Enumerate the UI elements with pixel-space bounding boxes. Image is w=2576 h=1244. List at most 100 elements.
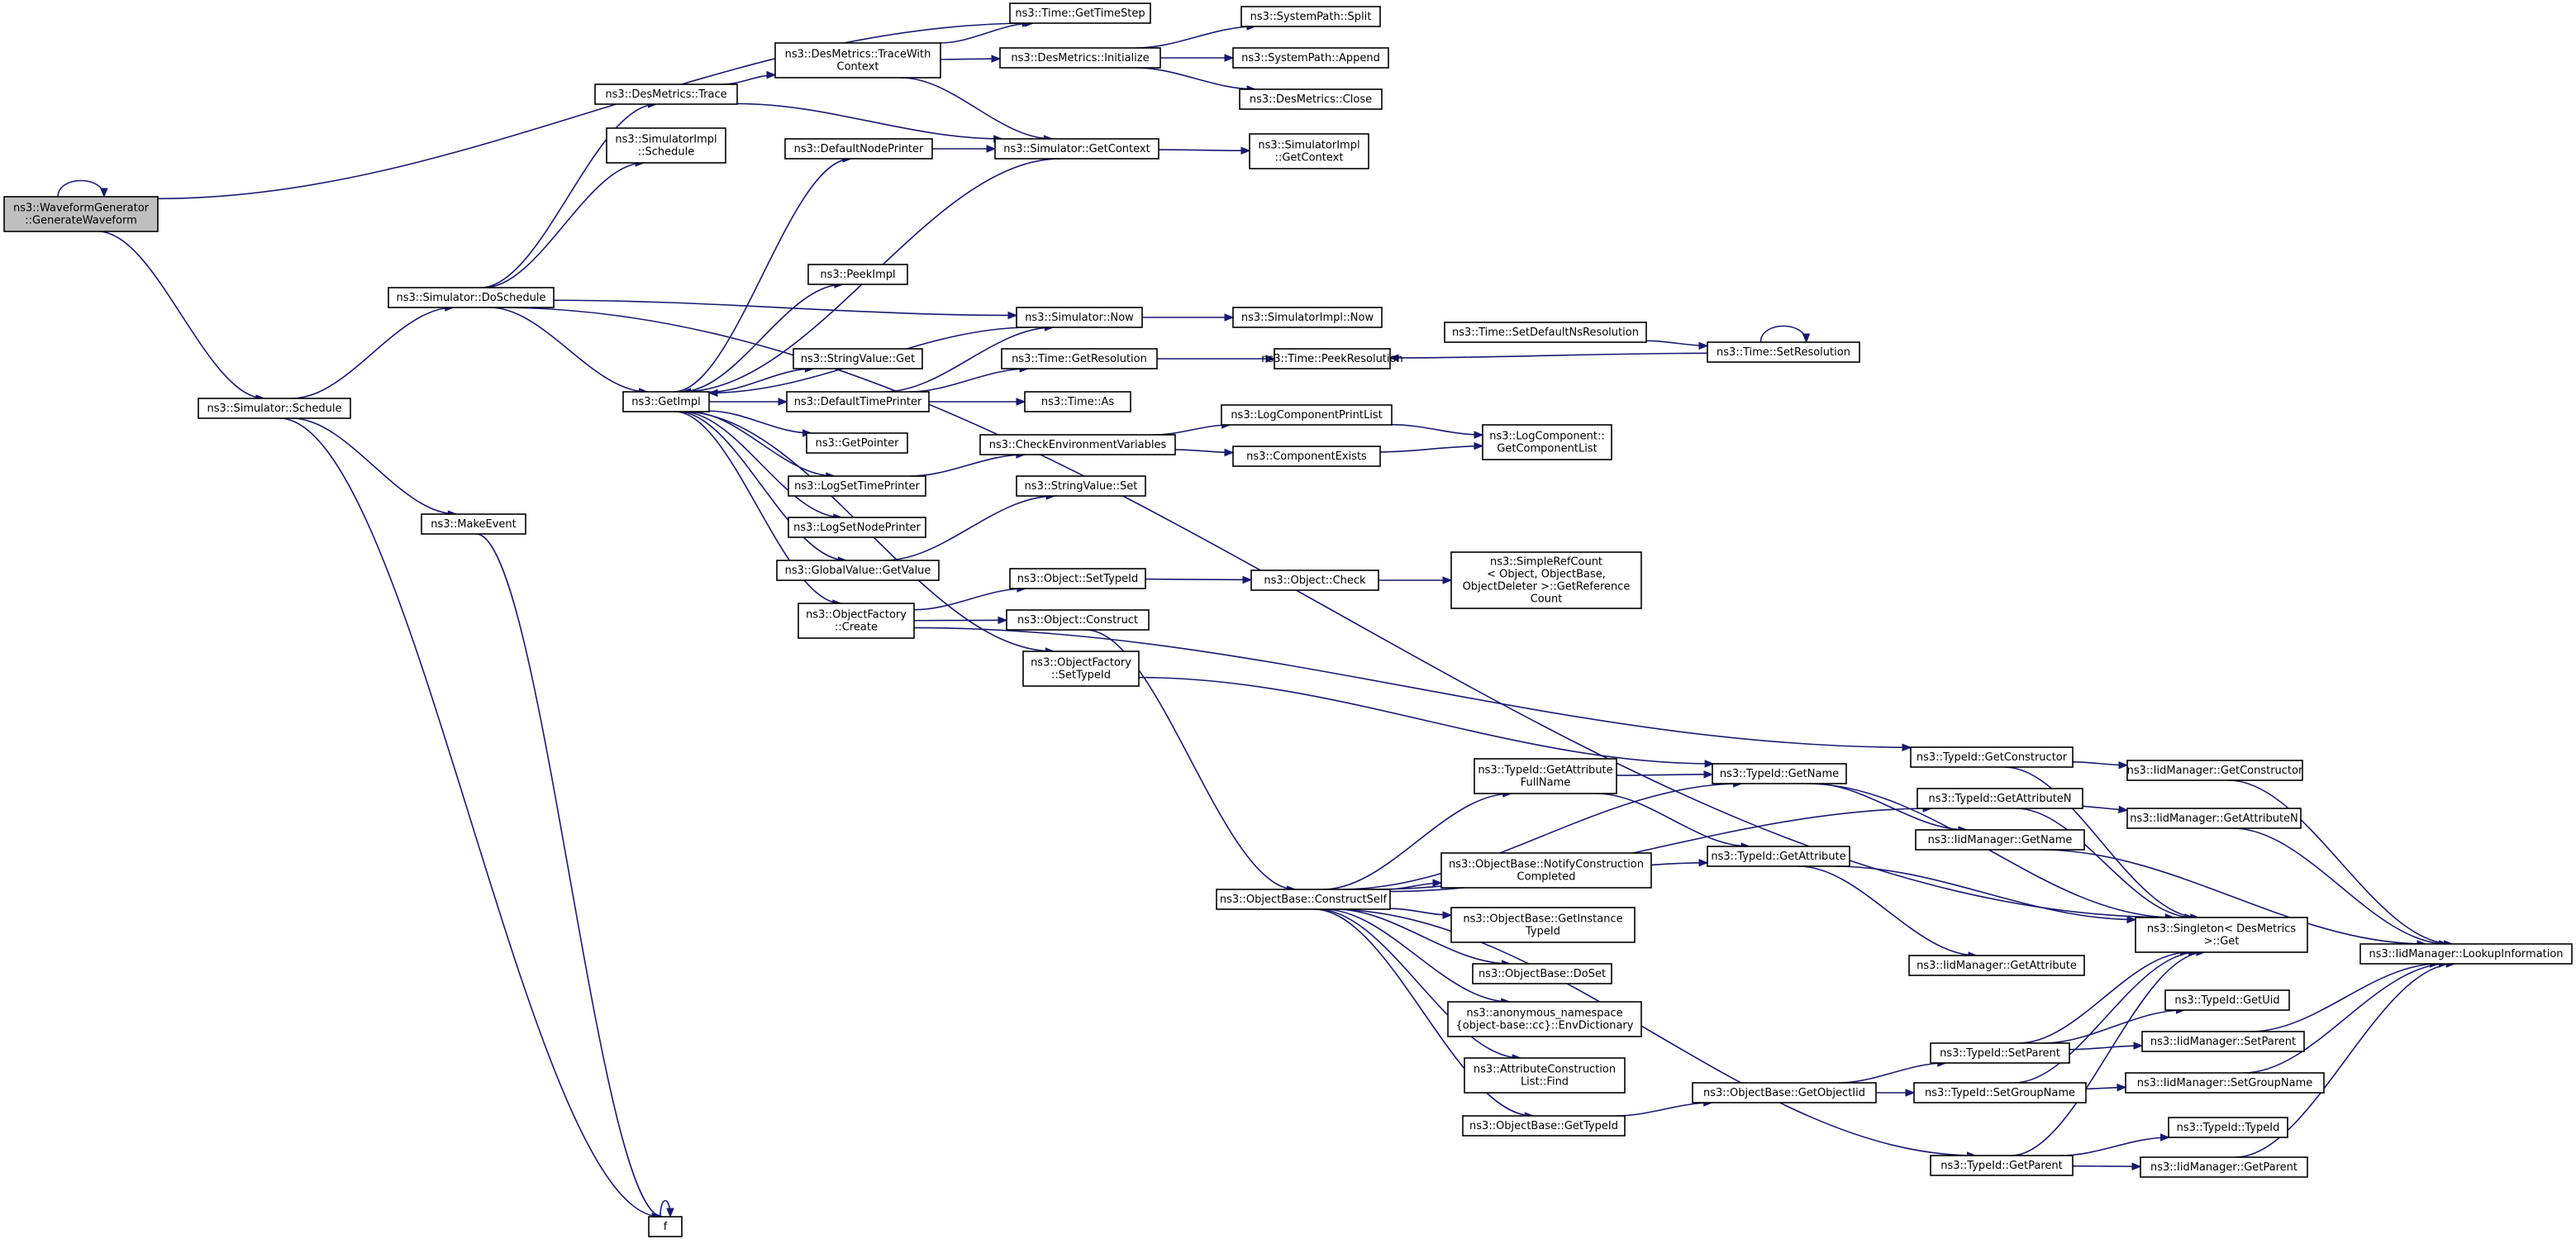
node-ns3-simulator-doschedule[interactable]: ns3::Simulator::DoSchedule [388,287,555,308]
node-ns3-defaultnodeprinter[interactable]: ns3::DefaultNodePrinter [784,138,933,160]
node-ns3-iidmanager-lookupinformation[interactable]: ns3::IidManager::LookupInformation [2359,943,2573,965]
node-ns3-componentexists[interactable]: ns3::ComponentExists [1232,446,1381,467]
node-label-line: ns3::Time::SetDefaultNsResolution [1452,326,1639,339]
node-ns3-desmetrics-close[interactable]: ns3::DesMetrics::Close [1239,88,1383,110]
node-ns3-logcomponentprintlist[interactable]: ns3::LogComponentPrintList [1221,404,1393,426]
node-ns3-defaulttimeprinter[interactable]: ns3::DefaultTimePrinter [786,391,930,412]
node-ns3-time-as[interactable]: ns3::Time::As [1024,391,1131,412]
node-box [1910,746,2074,768]
node-generate-waveform[interactable]: ns3::WaveformGenerator::GenerateWaveform [3,196,159,232]
node-ns3-logcomponent-getcomponentlist[interactable]: ns3::LogComponent::GetComponentList [1482,424,1612,460]
edge-arrowhead [1474,431,1484,439]
node-ns3-objectbase-constructself[interactable]: ns3::ObjectBase::ConstructSelf [1216,889,1391,910]
node-ns3-time-setresolution[interactable]: ns3::Time::SetResolution [1707,341,1860,363]
node-ns3-makeevent[interactable]: ns3::MakeEvent [421,513,526,535]
node-ns3-iidmanager-getattribute[interactable]: ns3::IidManager::GetAttribute [1908,955,2085,976]
node-ns3-typeid-setparent[interactable]: ns3::TypeId::SetParent [1930,1042,2070,1064]
node-label-line: ns3::AttributeConstruction [1474,1064,1616,1076]
node-ns3-globalvalue-getvalue[interactable]: ns3::GlobalValue::GetValue [776,560,940,581]
node-ns3-objectfactory-create[interactable]: ns3::ObjectFactory::Create [798,603,915,639]
node-ns3-getimpl[interactable]: ns3::GetImpl [622,391,710,412]
node-ns3-desmetrics-initialize[interactable]: ns3::DesMetrics::Initialize [999,47,1161,69]
edge-line [910,454,1025,477]
edge-arrowhead [778,398,788,406]
node-ns3-getpointer[interactable]: ns3::GetPointer [806,432,908,454]
node-ns3-iidmanager-getattributen[interactable]: ns3::IidManager::GetAttributeN [2126,808,2302,829]
node-ns3-typeid-getname[interactable]: ns3::TypeId::GetName [1712,763,1847,784]
node-ns3-systempath-append[interactable]: ns3::SystemPath::Append [1232,47,1389,69]
node-label-line: ::Create [835,622,878,634]
edge-line [2013,951,2197,1084]
node-ns3-stringvalue-set[interactable]: ns3::StringValue::Set [1016,475,1146,497]
node-ns3-simulatorimpl-now[interactable]: ns3::SimulatorImpl::Now [1232,307,1383,328]
node-ns3-object-settypeid[interactable]: ns3::Object::SetTypeId [1009,568,1146,589]
node-label-line: Context [837,61,879,74]
node-ns3-simplerefcount-object-objectbase-objectdeleter-getreference-count[interactable]: ns3::SimpleRefCount< Object, ObjectBase,… [1450,551,1642,609]
node-ns3-objectbase-doset[interactable]: ns3::ObjectBase::DoSet [1472,963,1612,984]
node-box [788,517,926,538]
node-ns3-time-gettimestep[interactable]: ns3::Time::GetTimeStep [1009,2,1151,24]
node-ns3-object-construct[interactable]: ns3::Object::Construct [1006,609,1150,631]
node-box [2141,1031,2305,1052]
node-ns3-systempath-split[interactable]: ns3::SystemPath::Split [1240,6,1381,27]
node-ns3-iidmanager-getparent[interactable]: ns3::IidManager::GetParent [2140,1156,2308,1178]
node-ns3-simulator-schedule[interactable]: ns3::Simulator::Schedule [198,398,351,419]
node-ns3-anonymous-namespace-object-base-cc-envdictionary[interactable]: ns3::anonymous_namespace{object-base::cc… [1447,1001,1642,1037]
node-ns3-typeid-setgroupname[interactable]: ns3::TypeId::SetGroupName [1913,1082,2087,1103]
node-ns3-logsettimeprinter[interactable]: ns3::LogSetTimePrinter [788,475,926,497]
node-ns3-peekimpl[interactable]: ns3::PeekImpl [807,264,908,285]
node-ns3-typeid-typeid[interactable]: ns3::TypeId::TypeId [2168,1117,2288,1138]
edge-line [489,307,648,393]
edge-getimpl-to-deftime [709,398,788,406]
edge-line [2016,808,2193,918]
edge-line [1389,352,1708,359]
edge-line [157,22,1031,200]
node-label-line: ns3::GetPointer [816,437,899,450]
node-ns3-checkenvironmentvariables[interactable]: ns3::CheckEnvironmentVariables [979,434,1176,455]
node-ns3-objectbase-getobjectiid[interactable]: ns3::ObjectBase::GetObjectIid [1692,1082,1877,1103]
node-ns3-iidmanager-setparent[interactable]: ns3::IidManager::SetParent [2141,1031,2305,1052]
node-ns3-typeid-getparent[interactable]: ns3::TypeId::GetParent [1930,1155,2074,1176]
node-ns3-desmetrics-trace[interactable]: ns3::DesMetrics::Trace [594,83,738,105]
node-ns3-objectbase-notifyconstruction-completed[interactable]: ns3::ObjectBase::NotifyConstructionCompl… [1440,852,1652,889]
node-ns3-object-check[interactable]: ns3::Object::Check [1250,570,1379,591]
node-box [1692,1082,1877,1103]
node-box [2359,943,2573,965]
node-ns3-typeid-getuid[interactable]: ns3::TypeId::GetUid [2164,989,2290,1011]
node-ns3-time-getresolution[interactable]: ns3::Time::GetResolution [1001,348,1158,369]
node-ns3-typeid-getattributen[interactable]: ns3::TypeId::GetAttributeN [1917,788,2083,809]
node-ns3-time-peekresolution[interactable]: ns3::Time::PeekResolution [1261,348,1403,369]
node-ns3-simulator-getcontext[interactable]: ns3::Simulator::GetContext [994,138,1159,160]
node-ns3-typeid-getattribute[interactable]: ns3::TypeId::GetAttribute [1707,846,1850,867]
node-ns3-iidmanager-getconstructor[interactable]: ns3::IidManager::GetConstructor [2126,760,2303,781]
node-ns3-time-setdefaultnsresolution[interactable]: ns3::Time::SetDefaultNsResolution [1444,322,1647,343]
edge-line [1322,793,1512,890]
node-label-line: ns3::ComponentExists [1246,450,1367,463]
node-f[interactable]: f [648,1216,683,1237]
edge-line [1085,629,1296,890]
node-ns3-logsetnodeprinter[interactable]: ns3::LogSetNodePrinter [788,517,926,538]
node-label-line: ns3::Simulator::DoSchedule [396,292,545,304]
node-label-line: ns3::GetImpl [631,396,701,408]
edge-line [940,22,1034,44]
node-ns3-typeid-getconstructor[interactable]: ns3::TypeId::GetConstructor [1910,746,2074,768]
node-ns3-objectfactory-settypeid[interactable]: ns3::ObjectFactory::SetTypeId [1022,651,1140,687]
node-ns3-objectbase-gettypeid[interactable]: ns3::ObjectBase::GetTypeId [1462,1115,1626,1137]
node-ns3-singleton-desmetrics-get[interactable]: ns3::Singleton< DesMetrics>::Get [2135,917,2308,953]
node-ns3-iidmanager-getname[interactable]: ns3::IidManager::GetName [1915,829,2085,851]
node-ns3-simulatorimpl-schedule[interactable]: ns3::SimulatorImpl::Schedule [606,127,726,164]
node-box [1462,1115,1626,1137]
node-ns3-simulator-now[interactable]: ns3::Simulator::Now [1016,307,1143,328]
node-ns3-iidmanager-setgroupname[interactable]: ns3::IidManager::SetGroupName [2125,1072,2325,1094]
node-ns3-stringvalue-get[interactable]: ns3::StringValue::Get [793,348,923,369]
node-ns3-simulatorimpl-getcontext[interactable]: ns3::SimulatorImpl::GetContext [1249,133,1369,169]
edge-arrowhead [2133,1041,2144,1050]
node-label-line: ns3::LogSetNodePrinter [793,522,921,534]
node-label-line: ns3::TypeId::SetGroupName [1925,1087,2075,1099]
node-box [798,603,915,639]
node-label-line: ::GetContext [1275,152,1344,164]
